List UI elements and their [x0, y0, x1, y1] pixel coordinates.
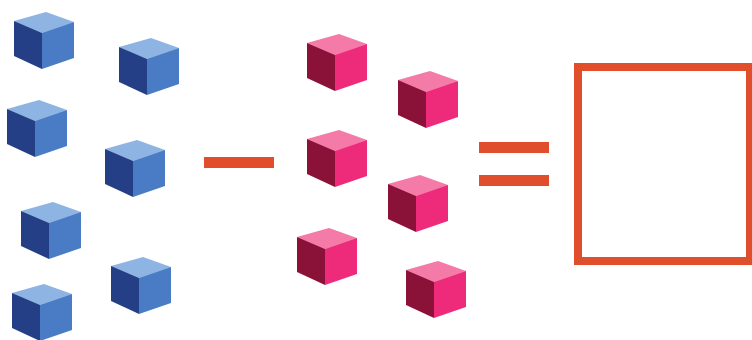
cube-icon — [119, 38, 179, 95]
cube-icon — [388, 175, 448, 232]
cube-icon — [111, 257, 171, 314]
minus-sign-icon — [204, 157, 274, 168]
equals-sign-icon — [479, 142, 549, 186]
blue-cube-group — [7, 12, 179, 340]
cube-icon — [21, 202, 81, 259]
cube-icon — [12, 284, 72, 340]
cube-icon — [7, 100, 67, 157]
cube-icon — [297, 228, 357, 285]
answer-box[interactable] — [574, 63, 752, 265]
cube-icon — [398, 71, 458, 128]
cube-icon — [14, 12, 74, 69]
cube-icon — [307, 130, 367, 187]
cube-icon — [105, 140, 165, 197]
cube-icon — [406, 261, 466, 318]
pink-cube-group — [297, 34, 466, 318]
cube-icon — [307, 34, 367, 91]
